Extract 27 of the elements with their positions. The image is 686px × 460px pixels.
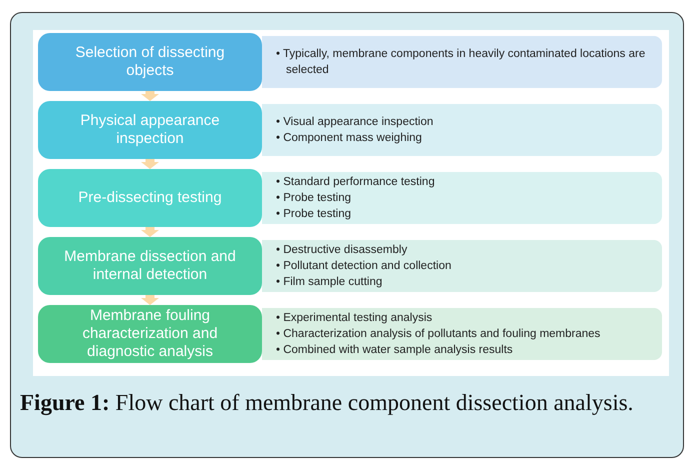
bullet-item: • Visual appearance inspection bbox=[276, 115, 434, 130]
bullet-item: • Combined with water sample analysis results bbox=[276, 343, 514, 358]
detail-panel bbox=[262, 240, 662, 292]
bullet-item: • Standard performance testing bbox=[276, 175, 436, 190]
bullet-item: • Component mass weighing bbox=[276, 131, 423, 146]
detail-panel bbox=[262, 36, 662, 88]
detail-panel bbox=[262, 308, 662, 360]
process-box: Pre-dissecting testing bbox=[38, 169, 262, 227]
process-box: Physical appearance inspection bbox=[38, 101, 262, 159]
bullet-item: • Probe testing bbox=[276, 191, 352, 206]
bullet-item: • Experimental testing analysis bbox=[276, 311, 434, 326]
process-box: Membrane dissection and internal detection bbox=[38, 237, 262, 295]
process-box: Membrane fouling characterization and diagnostic analysis bbox=[38, 305, 262, 363]
arrow bbox=[141, 91, 159, 101]
bullet-item: • Typically, membrane components in heavily contaminated locations are selected bbox=[276, 47, 646, 78]
arrow bbox=[141, 159, 159, 169]
bullet-item: • Film sample cutting bbox=[276, 275, 384, 290]
bullet-item: • Probe testing bbox=[276, 207, 352, 222]
arrow bbox=[141, 227, 159, 237]
bullet-item: • Pollutant detection and collection bbox=[276, 259, 452, 274]
bullet-item: • Destructive disassembly bbox=[276, 243, 408, 258]
detail-panel bbox=[262, 104, 662, 156]
process-box: Selection of dissecting objects bbox=[38, 33, 262, 91]
bullet-item: • Characterization analysis of pollutants and fouling membranes bbox=[276, 327, 602, 342]
detail-panel bbox=[262, 172, 662, 224]
arrow bbox=[141, 295, 159, 305]
figure-caption: Figure 1: Flow chart of membrane component dissection analysis. bbox=[20, 389, 634, 418]
